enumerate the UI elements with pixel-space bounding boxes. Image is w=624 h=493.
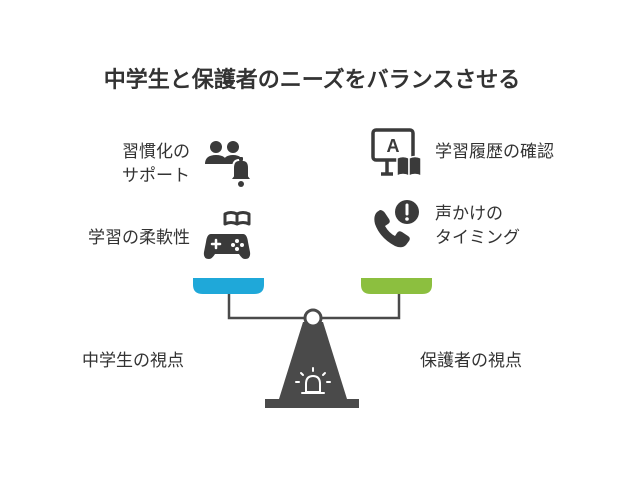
right-item-history-line1: 学習履歴の確認 bbox=[435, 142, 554, 162]
right-item-history: 学習履歴の確認 bbox=[435, 140, 554, 164]
left-side-label: 中学生の視点 bbox=[82, 351, 184, 371]
alarm-light-icon bbox=[295, 367, 331, 394]
pivot-circle bbox=[303, 308, 323, 328]
left-pan bbox=[193, 278, 264, 294]
svg-text:A: A bbox=[387, 136, 400, 156]
users-bell-icon bbox=[205, 141, 254, 187]
right-item-timing-line1: 声かけの bbox=[435, 204, 503, 224]
left-item-habit-line2: サポート bbox=[122, 166, 190, 186]
left-item-habit-line1: 習慣化の bbox=[122, 142, 190, 162]
right-pan bbox=[361, 278, 432, 294]
left-item-flexibility: 学習の柔軟性 bbox=[50, 226, 190, 250]
right-side-label: 保護者の視点 bbox=[420, 351, 522, 371]
phone-alert-icon bbox=[374, 200, 419, 248]
left-item-habit-support: 習慣化の サポート bbox=[90, 140, 190, 188]
gamepad-book-icon bbox=[203, 211, 251, 259]
right-item-timing: 声かけの タイミング bbox=[435, 202, 520, 250]
scale-foot bbox=[265, 399, 359, 408]
diagram-title: 中学生と保護者のニーズをバランスさせる bbox=[103, 68, 521, 93]
left-item-flexibility-line1: 学習の柔軟性 bbox=[88, 228, 190, 248]
monitor-book-icon: A bbox=[371, 128, 422, 178]
right-item-timing-line2: タイミング bbox=[435, 228, 520, 248]
scale-base bbox=[279, 322, 347, 399]
